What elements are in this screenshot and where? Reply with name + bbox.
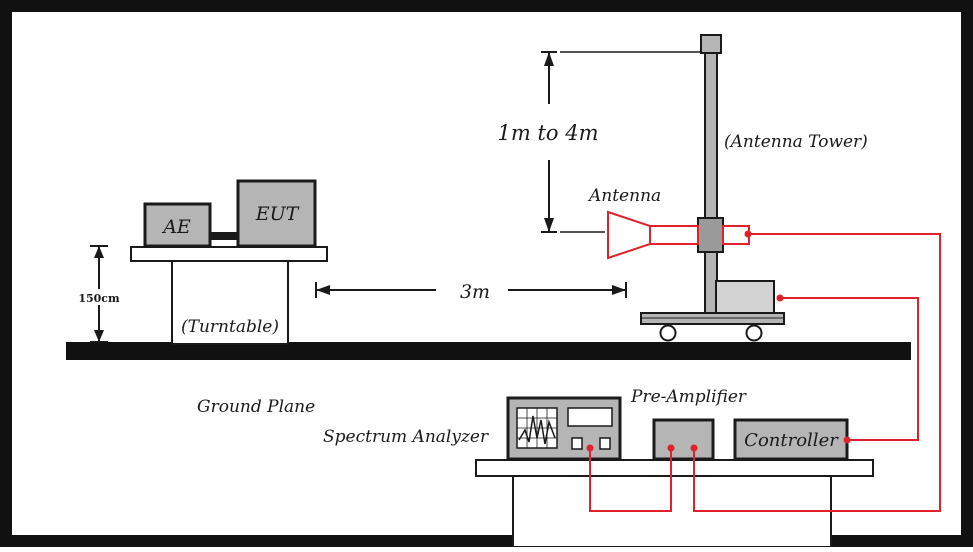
antenna-horn: Antenna [587, 186, 750, 260]
tower-carriage [697, 217, 724, 253]
spectrum-trace [518, 415, 556, 445]
cable-connectors [586, 230, 851, 452]
turntable-top [130, 246, 328, 262]
pre-amplifier-box [652, 418, 715, 461]
tower-top-cap [700, 34, 722, 54]
height-range-label: 1m to 4m [498, 121, 599, 145]
pre-amplifier: Pre-Amplifier [630, 387, 747, 461]
eut-label: EUT [255, 203, 300, 225]
cables [589, 233, 941, 512]
ae-label: AE [161, 216, 191, 238]
tower-motor-box [715, 280, 775, 316]
table-height-label: 150cm [78, 292, 120, 305]
controller-box [733, 418, 849, 461]
spectrum-analyzer-label: Spectrum Analyzer [323, 427, 489, 447]
antenna-label: Antenna [587, 186, 661, 206]
table-height-dimension: 150cm [78, 245, 122, 343]
connector-controller [843, 436, 851, 444]
turntable-group: AE EUT (Turntable) [130, 179, 328, 345]
horn-boom [649, 225, 699, 245]
tower-wheel-right [745, 324, 763, 342]
turntable-stand [171, 259, 289, 345]
distance-label: 3m [460, 281, 490, 303]
tower-wheel-left [659, 324, 677, 342]
pre-amplifier-label: Pre-Amplifier [630, 387, 747, 407]
connector-tower [776, 294, 784, 302]
connector-analyzer [586, 444, 594, 452]
ae-box [143, 202, 212, 248]
antenna-signal-cable [693, 233, 941, 512]
antenna-tower-label: (Antenna Tower) [724, 132, 868, 152]
preamp-to-analyzer-cable [589, 448, 672, 512]
ground-plane-label: Ground Plane [197, 397, 315, 417]
connector-antenna [744, 230, 752, 238]
distance-dimension: 3m [315, 281, 627, 303]
ground-plane-bar [66, 342, 911, 360]
controller-label: Controller [744, 430, 839, 451]
tower-mast [704, 52, 718, 316]
connector-preamp-in [690, 444, 698, 452]
connector-preamp-out [667, 444, 675, 452]
controller: Controller [733, 418, 849, 461]
spectrum-analyzer: Spectrum Analyzer [323, 396, 622, 461]
instrument-bench [475, 459, 874, 548]
tower-control-cable [780, 297, 919, 441]
antenna-tower: (Antenna Tower) [640, 34, 868, 342]
spectrum-analyzer-display [567, 407, 613, 427]
ae-eut-connector [210, 232, 238, 240]
eut-box [236, 179, 317, 248]
turntable-label: (Turntable) [181, 317, 279, 337]
height-range-dimension: 1m to 4m [498, 51, 700, 233]
bench-top [475, 459, 874, 477]
spectrum-analyzer-knob-1 [571, 437, 583, 450]
spectrum-analyzer-knob-2 [599, 437, 611, 450]
